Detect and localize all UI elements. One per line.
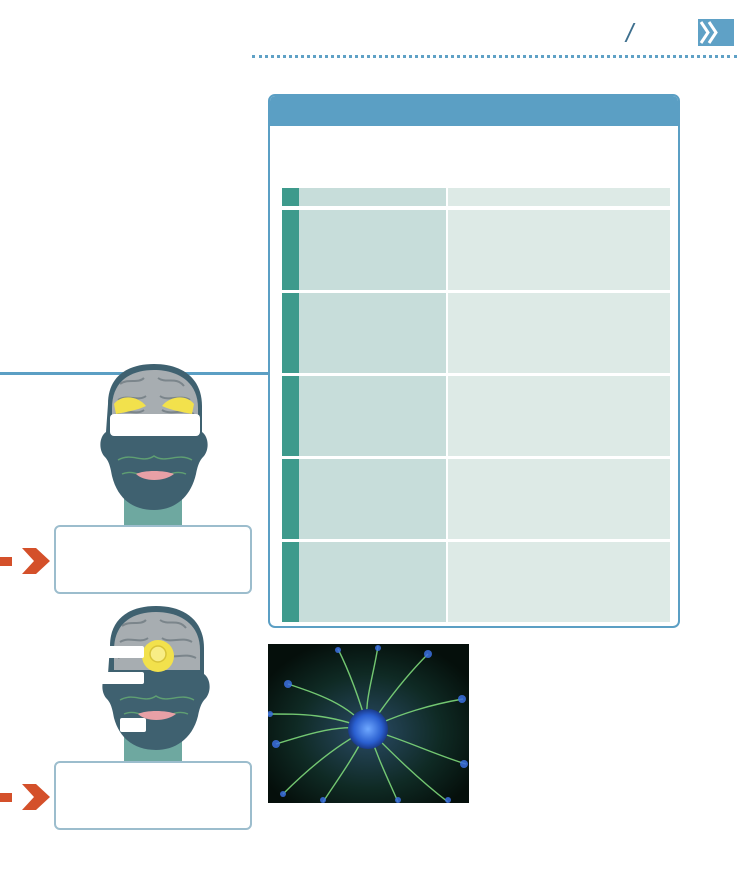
- double-chevron-right-icon: [698, 19, 734, 46]
- row-marker: [282, 459, 299, 539]
- arrow-right-icon: [0, 784, 50, 810]
- row-marker: [282, 293, 299, 373]
- row-col2: [448, 210, 670, 290]
- table-row: [282, 459, 670, 539]
- header-dotted-rule: [252, 55, 737, 58]
- table-row: [282, 542, 670, 622]
- table-header-marker: [282, 188, 299, 206]
- row-col1: [299, 210, 446, 290]
- arrow-right-icon: [0, 548, 50, 574]
- row-col2: [448, 376, 670, 456]
- table-header-col2: [448, 188, 670, 206]
- row-marker: [282, 376, 299, 456]
- plasma-globe-image: [268, 644, 469, 803]
- row-col2: [448, 293, 670, 373]
- table-row: [282, 376, 670, 456]
- table-header-row: [282, 188, 670, 206]
- row-marker: [282, 210, 299, 290]
- callout-box-bottom: [54, 761, 252, 830]
- callout-box-top: [54, 525, 252, 594]
- table-row: [282, 293, 670, 373]
- row-col2: [448, 542, 670, 622]
- row-col1: [299, 293, 446, 373]
- header-slash: /: [626, 18, 634, 48]
- row-col1: [299, 376, 446, 456]
- row-col1: [299, 459, 446, 539]
- table-header-col1: [299, 188, 446, 206]
- head-cross-section-frontal-icon: [98, 364, 210, 526]
- head-cross-section-pituitary-icon: [100, 606, 212, 762]
- nerve-table-panel: [268, 94, 680, 628]
- row-col1: [299, 542, 446, 622]
- table-row: [282, 210, 670, 290]
- row-marker: [282, 542, 299, 622]
- panel-title-bar: [270, 96, 678, 126]
- row-col2: [448, 459, 670, 539]
